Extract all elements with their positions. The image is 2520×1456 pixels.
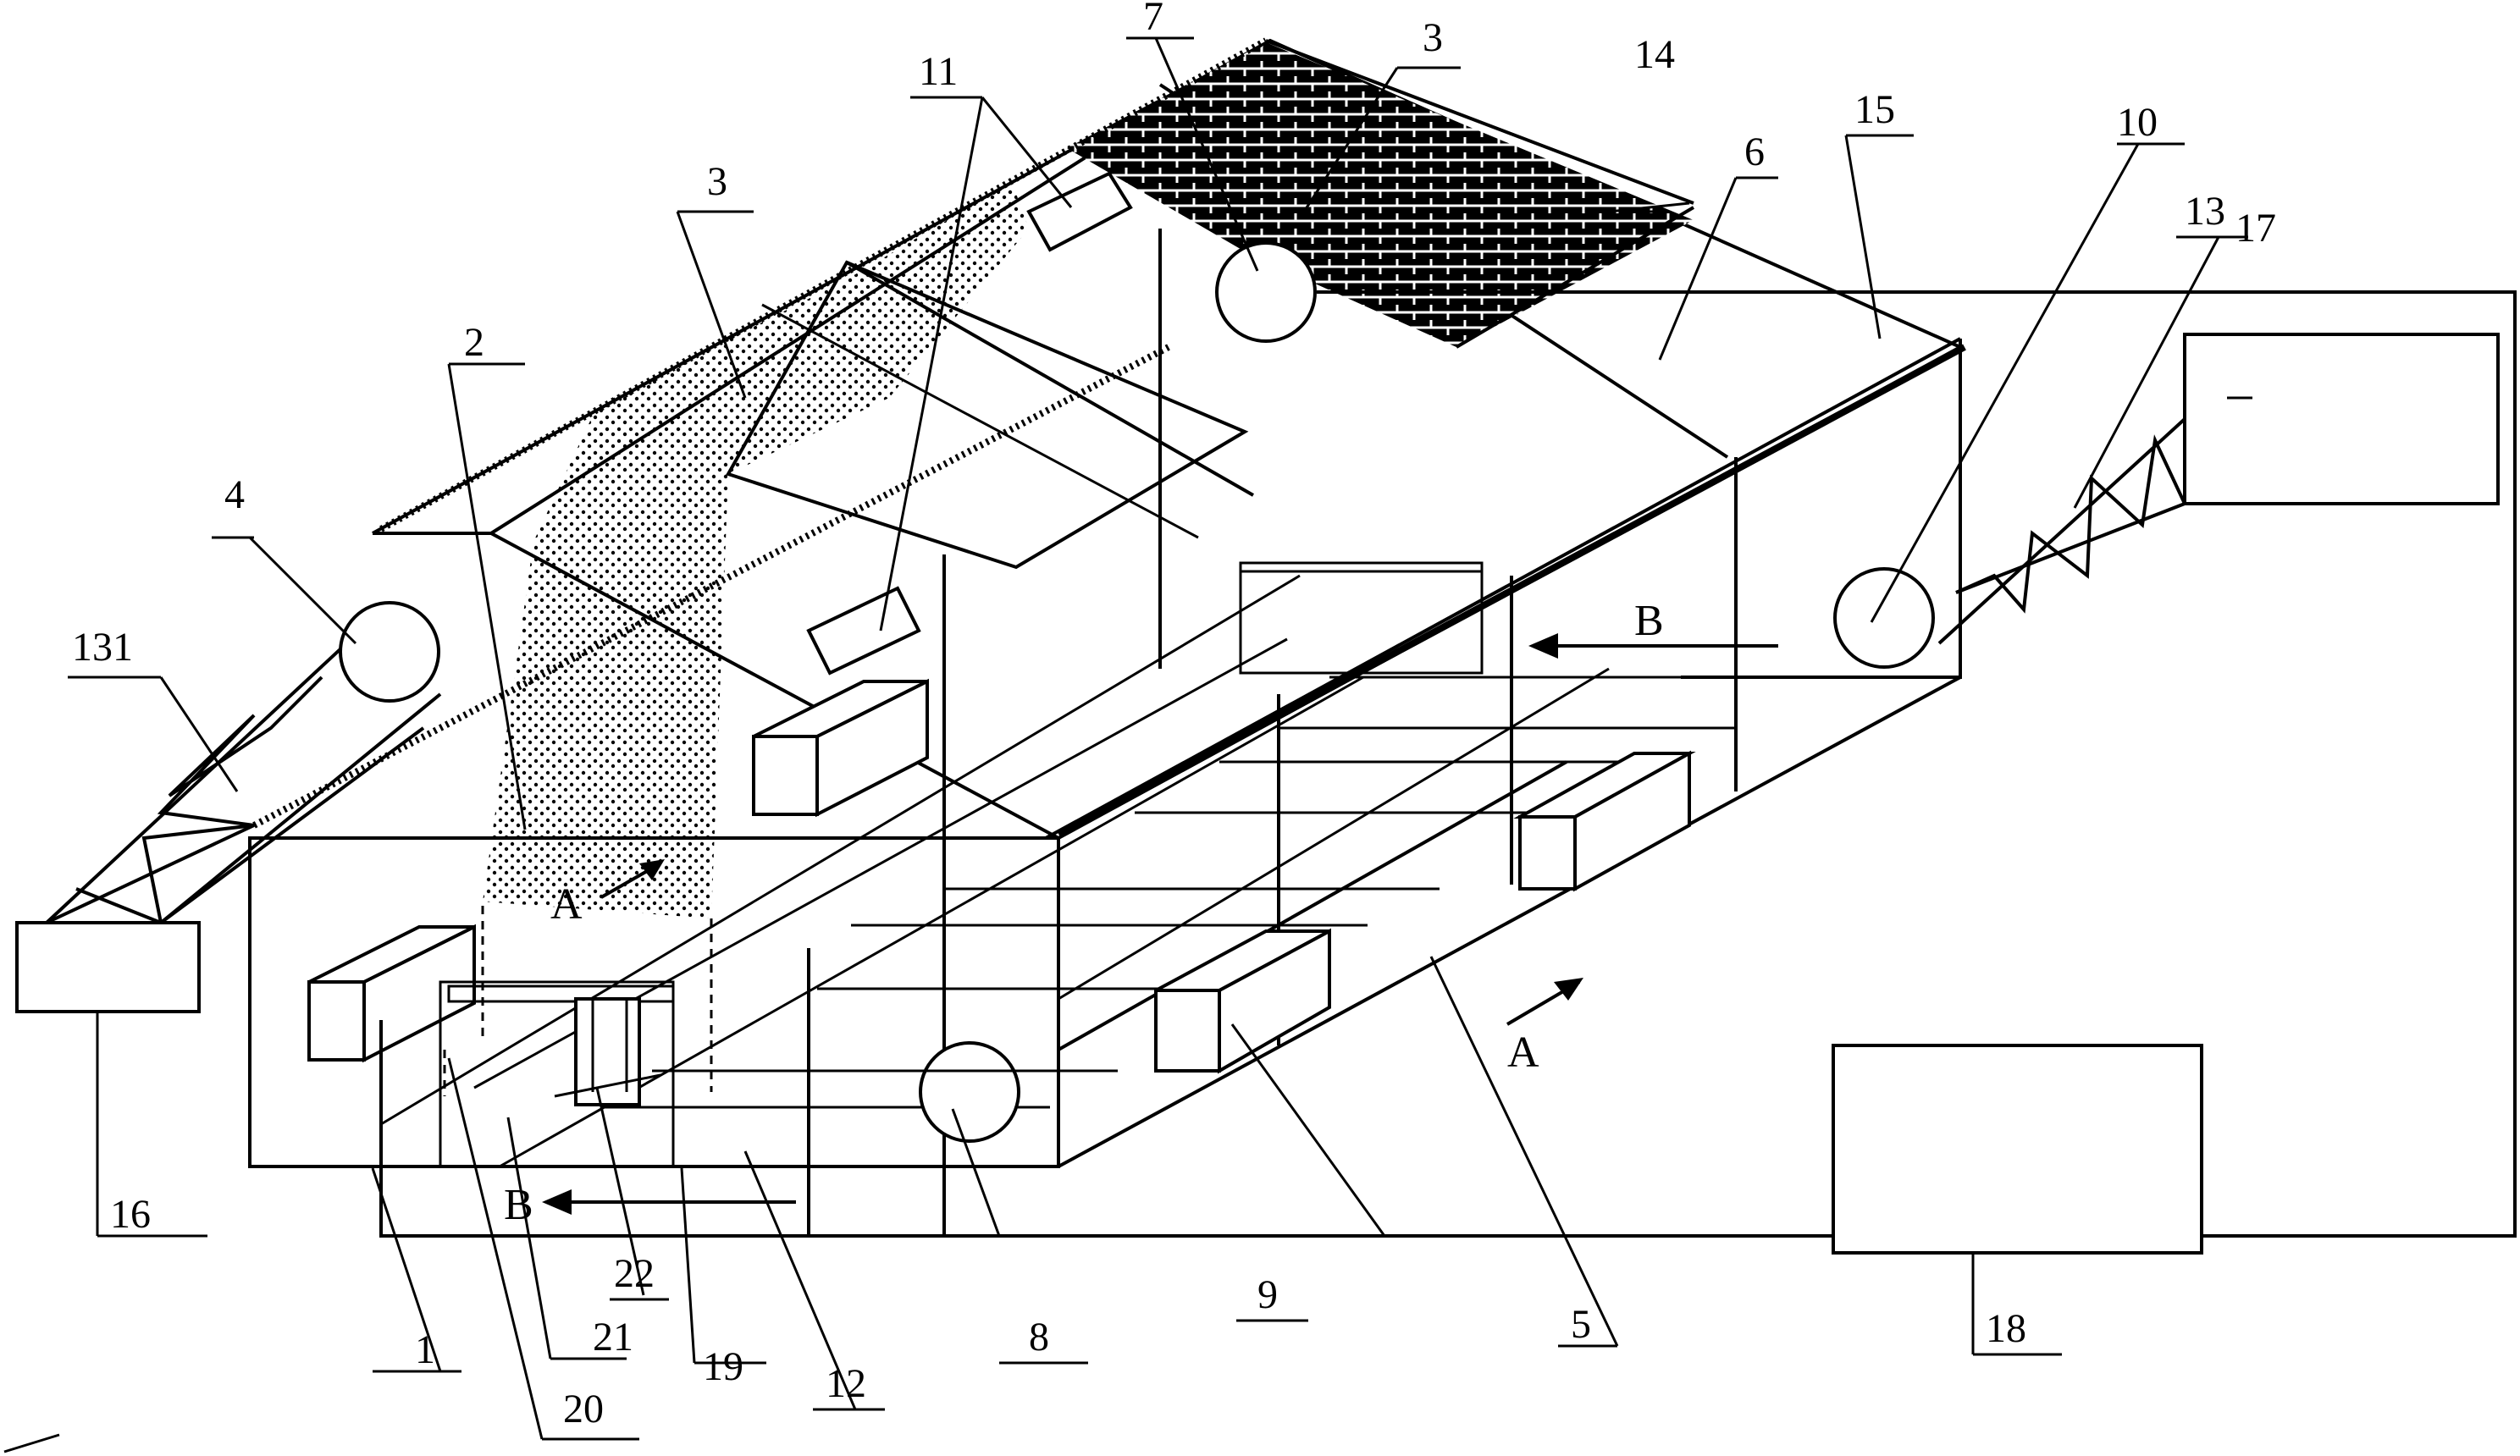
- brick-screen: [1067, 42, 1694, 347]
- flow-label-a-right: A: [1507, 1029, 1539, 1077]
- callout-11: 11: [919, 49, 958, 94]
- callout-8: 8: [1029, 1315, 1049, 1359]
- callout-15: 15: [1854, 87, 1895, 132]
- callout-16: 16: [110, 1192, 151, 1237]
- callout-14: 14: [1634, 32, 1675, 77]
- control-loop: [379, 290, 2517, 1255]
- flow-label-a-left: A: [550, 880, 583, 929]
- flow-arrows: [542, 633, 1778, 1215]
- fan-8: [919, 1041, 1020, 1143]
- callout-18: 18: [1986, 1306, 2026, 1351]
- right-conveyor: [1937, 333, 2500, 645]
- left-conveyor: [15, 633, 442, 1013]
- box-17: [2183, 333, 2500, 505]
- callout-20: 20: [563, 1387, 604, 1431]
- box-16: [15, 921, 201, 1013]
- callout-2: 2: [464, 320, 484, 365]
- callout-4: 4: [224, 472, 245, 517]
- callout-5: 5: [1571, 1302, 1591, 1347]
- stippled-screen: [483, 182, 1029, 918]
- plate-11-lower: [806, 586, 921, 676]
- callout-10: 10: [2117, 100, 2158, 145]
- nozzle-blocks: [307, 678, 1696, 1074]
- roller-4: [339, 601, 440, 703]
- box-18: [1832, 1044, 2203, 1255]
- callout-3a: 3: [707, 159, 727, 204]
- callout-12: 12: [826, 1361, 866, 1406]
- callout-19: 19: [703, 1344, 743, 1389]
- callout-7: 7: [1143, 0, 1163, 39]
- roller-7: [1215, 241, 1317, 343]
- callout-labels: 1 2 3 3 4 5 6 7 8 9 10 11 12 13 131 14 1…: [72, 0, 2276, 1431]
- callout-22: 22: [614, 1251, 655, 1296]
- flow-label-b-lower: B: [504, 1181, 533, 1229]
- callout-13: 13: [2185, 189, 2225, 234]
- roller-10: [1833, 567, 1935, 669]
- callout-1: 1: [415, 1327, 435, 1372]
- flow-label-b-upper: B: [1634, 597, 1664, 645]
- callout-131: 131: [72, 625, 133, 670]
- callout-17: 17: [2235, 206, 2276, 251]
- callout-21: 21: [593, 1315, 633, 1359]
- callout-3b: 3: [1423, 15, 1443, 60]
- callout-9: 9: [1257, 1272, 1278, 1317]
- callout-6: 6: [1744, 130, 1765, 174]
- frame-19: [439, 980, 1118, 1168]
- callout-leaders: [68, 36, 2252, 1441]
- plate-11-upper: [1026, 171, 1133, 252]
